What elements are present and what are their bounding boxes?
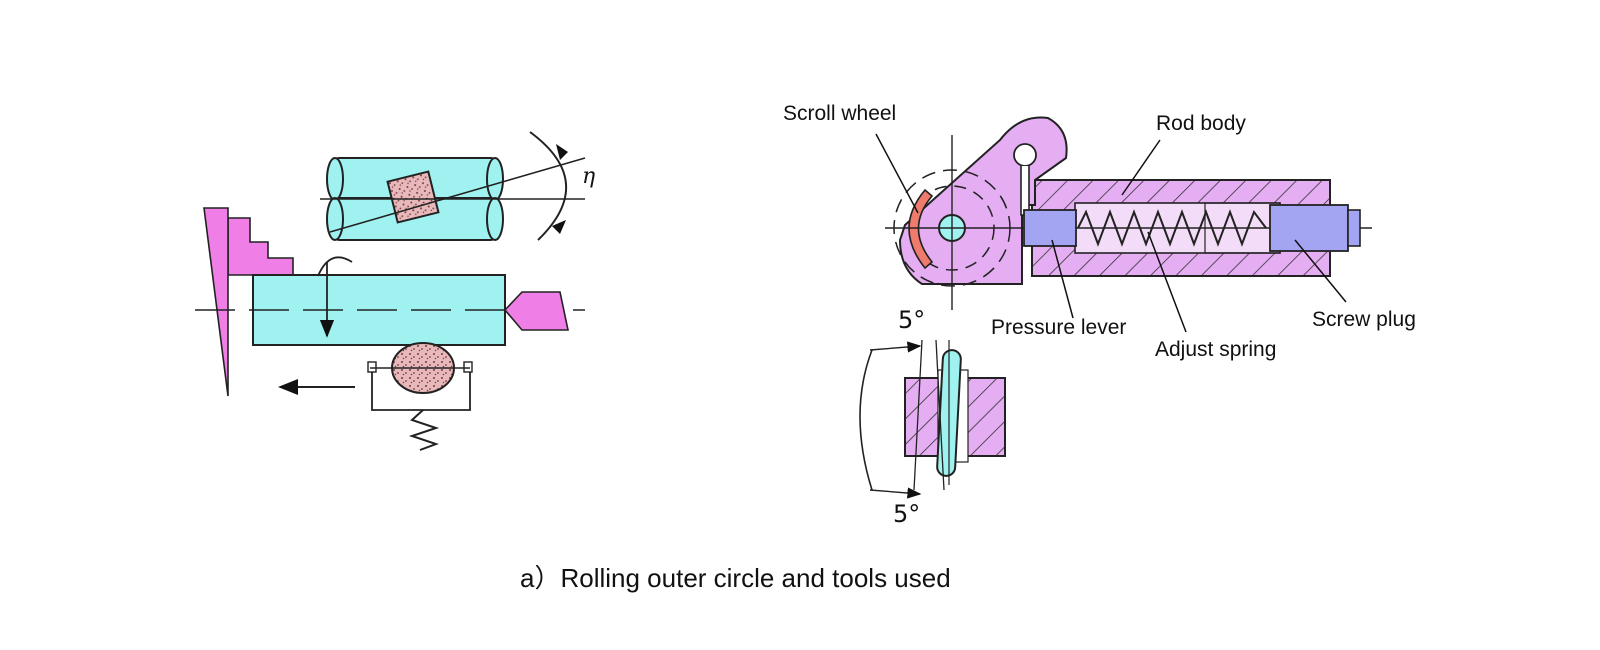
section-view: 5° 5° xyxy=(859,306,1006,528)
label-screw-plug: Screw plug xyxy=(1312,308,1416,331)
right-rolling-tool-assembly: Scroll wheel Rod body Pressure lever Adj… xyxy=(783,102,1416,528)
feed-blade xyxy=(203,207,229,397)
pivot-hole xyxy=(1013,143,1037,167)
tail-center xyxy=(503,291,569,331)
rotation-arrow xyxy=(317,256,353,277)
pressure-lever-part xyxy=(1023,209,1077,247)
left-rolling-schematic: η xyxy=(195,131,595,451)
adjust-spring-part xyxy=(1077,209,1267,247)
rolling-tool xyxy=(367,342,473,451)
tool-spring xyxy=(408,409,440,451)
label-pressure-lever: Pressure lever xyxy=(991,316,1126,339)
eta-symbol: η xyxy=(582,164,595,189)
tilted-rollers: η xyxy=(320,131,595,241)
figure-caption: a）Rolling outer circle and tools used xyxy=(520,563,951,593)
eta-angle-arc xyxy=(529,131,568,241)
label-adjust-spring: Adjust spring xyxy=(1155,338,1276,361)
workpiece-blank xyxy=(386,170,440,224)
stepped-profile xyxy=(227,217,294,276)
scroll-wheel xyxy=(908,188,934,270)
angle-label-bottom: 5° xyxy=(893,500,920,528)
angle-label-top: 5° xyxy=(898,306,925,334)
inclined-axis xyxy=(329,157,586,233)
label-rod-body: Rod body xyxy=(1156,112,1246,135)
label-scroll-wheel: Scroll wheel xyxy=(783,102,896,125)
screw-plug-part xyxy=(1269,204,1349,252)
tool-holder xyxy=(371,372,471,411)
